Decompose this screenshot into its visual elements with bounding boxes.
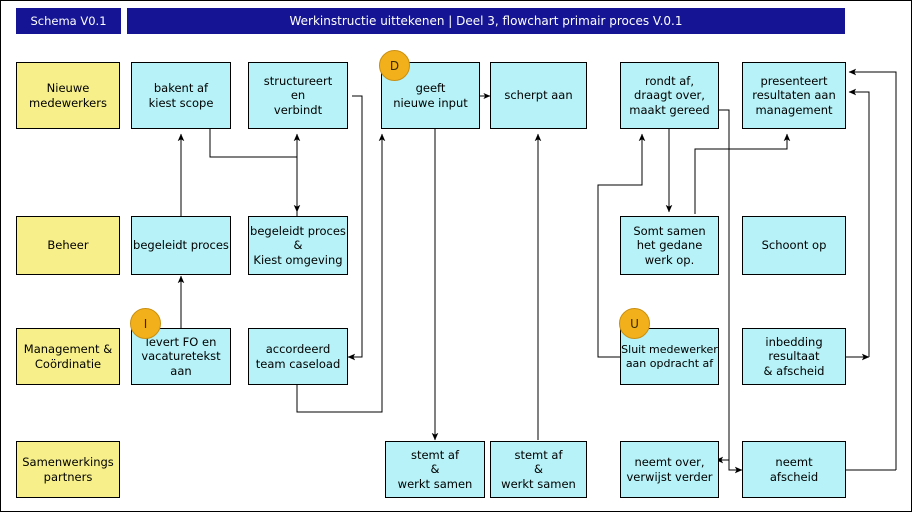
node-text-line: presenteert: [760, 74, 828, 89]
node-stemt-af-werkt-samen-1[interactable]: stemt af & werkt samen: [385, 441, 485, 498]
node-text-line: bakent af: [153, 81, 209, 96]
node-text-line: Schoont op: [761, 238, 827, 253]
lane-label-line1: Beheer: [47, 238, 89, 253]
lane-label-line2: Coördinatie: [34, 356, 102, 371]
node-text-line: kiest scope: [148, 95, 214, 110]
node-text-line: neemt: [775, 455, 813, 470]
schema-version-label: Schema V0.1: [30, 14, 107, 28]
node-text-line: nieuwe input: [393, 95, 468, 110]
node-text-line: het gedane: [636, 238, 703, 253]
node-text-line: resultaten aan: [752, 88, 836, 103]
node-text-line: Sluit medewerker: [621, 343, 718, 357]
schema-version-badge: Schema V0.1: [16, 8, 121, 34]
node-text-line: begeleidt proces: [133, 238, 229, 253]
lane-samenwerkings-partners: Samenwerkings partners: [16, 441, 120, 498]
node-text-line: Somt samen: [633, 224, 706, 239]
node-text-line: maakt gereed: [629, 102, 710, 117]
node-text-line: vacaturetekst: [141, 349, 221, 364]
node-structureert-en-verbindt[interactable]: structureert en verbindt: [248, 62, 348, 129]
node-begeleidt-proces[interactable]: begeleidt proces: [131, 216, 231, 275]
node-text-line: rondt af,: [644, 74, 694, 89]
badge-label: D: [389, 58, 400, 73]
node-text-line: levert FO en: [145, 335, 217, 350]
lane-management-coordinatie: Management & Coördinatie: [16, 328, 120, 385]
node-text-line: & afscheid: [763, 363, 825, 378]
node-text-line: structureert: [263, 74, 333, 89]
lane-label-line2: medewerkers: [29, 95, 107, 110]
node-text-line: resultaat: [768, 349, 820, 364]
node-neemt-afscheid[interactable]: neemt afscheid: [742, 441, 846, 498]
node-begeleidt-proces-kiest-omgeving[interactable]: begeleidt proces & Kiest omgeving: [248, 216, 348, 275]
badge-label: U: [630, 316, 639, 331]
node-text-line: werk op.: [644, 252, 695, 267]
node-text-line: verbindt: [273, 102, 323, 117]
node-text-line: neemt over,: [634, 455, 705, 470]
node-text-line: verwijst verder: [626, 469, 713, 484]
badge-d[interactable]: D: [379, 50, 410, 81]
node-text-line: werkt samen: [397, 476, 473, 491]
node-text-line: draagt over,: [634, 88, 705, 103]
node-text-line: &: [430, 462, 440, 477]
node-text-line: scherpt aan: [504, 88, 573, 103]
lane-label-line1: Nieuwe: [46, 81, 90, 96]
node-text-line: management: [755, 102, 833, 117]
lane-nieuwe-medewerkers: Nieuwe medewerkers: [16, 62, 120, 129]
node-text-line: inbedding: [765, 335, 823, 350]
badge-i[interactable]: I: [130, 308, 161, 339]
node-text-line: &: [293, 238, 303, 253]
node-neemt-over-verwijst-verder[interactable]: neemt over, verwijst verder: [620, 441, 719, 498]
node-rondt-af-draagt-over[interactable]: rondt af, draagt over, maakt gereed: [620, 62, 719, 129]
node-accordeerd-team-caseload[interactable]: accordeerd team caseload: [248, 328, 348, 385]
node-schoont-op[interactable]: Schoont op: [742, 216, 846, 275]
node-text-line: aan opdracht af: [625, 356, 714, 370]
node-text-line: en: [290, 88, 306, 103]
node-inbedding-resultaat-afscheid[interactable]: inbedding resultaat & afscheid: [742, 328, 846, 385]
lane-label-line1: Management &: [23, 342, 113, 357]
node-text-line: team caseload: [255, 356, 341, 371]
node-text-line: accordeerd: [265, 342, 331, 357]
node-text-line: werkt samen: [501, 476, 576, 491]
node-bakent-af-kiest-scope[interactable]: bakent af kiest scope: [131, 62, 231, 129]
node-scherpt-aan[interactable]: scherpt aan: [490, 62, 587, 129]
node-text-line: &: [534, 462, 543, 477]
node-somt-samen-het-gedane-werk-op[interactable]: Somt samen het gedane werk op.: [620, 216, 719, 275]
node-text-line: stemt af: [514, 448, 563, 463]
badge-label: I: [143, 316, 148, 331]
diagram-title-bar: Werkinstructie uittekenen | Deel 3, flow…: [127, 8, 845, 34]
diagram-title-label: Werkinstructie uittekenen | Deel 3, flow…: [289, 14, 683, 28]
lane-label-line2: partners: [43, 469, 93, 484]
node-text-line: begeleidt proces: [250, 224, 346, 239]
lane-beheer: Beheer: [16, 216, 120, 275]
node-text-line: stemt af: [410, 448, 460, 463]
node-presenteert-resultaten[interactable]: presenteert resultaten aan management: [742, 62, 846, 129]
node-text-line: Kiest omgeving: [253, 252, 343, 267]
node-text-line: aan: [170, 363, 192, 378]
lane-label-line1: Samenwerkings: [22, 455, 114, 470]
node-text-line: geeft: [415, 81, 446, 96]
node-text-line: afscheid: [769, 469, 819, 484]
badge-u[interactable]: U: [619, 308, 650, 339]
node-stemt-af-werkt-samen-2[interactable]: stemt af & werkt samen: [490, 441, 587, 498]
